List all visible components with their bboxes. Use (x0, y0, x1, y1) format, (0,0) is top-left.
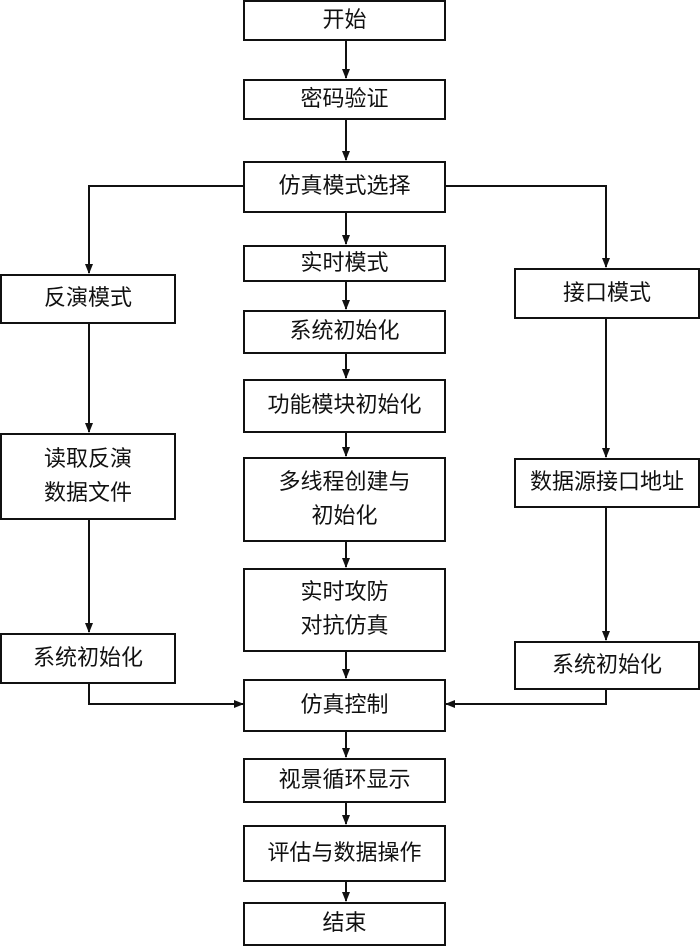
arrow-sysinit-right-to-simcontrol (445, 689, 607, 708)
attack-defense-sim-node: 实时攻防 对抗仿真 (243, 568, 446, 652)
arrow-sysinit-left-to-simcontrol (88, 683, 244, 708)
read-inversion-file-node: 读取反演 数据文件 (0, 433, 176, 520)
scene-display-label: 视景循环显示 (278, 767, 411, 793)
arrow-modeselect-to-inversion (85, 185, 243, 274)
end-node: 结束 (243, 902, 446, 946)
mode-select-label: 仿真模式选择 (278, 174, 411, 199)
password-verify-node: 密码验证 (243, 79, 446, 120)
interface-mode-label: 接口模式 (562, 280, 651, 306)
system-init-left-label: 系统初始化 (32, 645, 143, 671)
inversion-mode-label: 反演模式 (43, 286, 132, 311)
password-verify-label: 密码验证 (300, 86, 389, 112)
start-label: 开始 (322, 7, 367, 33)
datasource-address-node: 数据源接口地址 (514, 458, 700, 508)
inversion-mode-node: 反演模式 (0, 274, 176, 324)
system-init-left-node: 系统初始化 (0, 633, 176, 684)
system-init-right-label: 系统初始化 (551, 652, 662, 678)
realtime-mode-label: 实时模式 (300, 250, 389, 276)
attack-defense-sim-label: 实时攻防 对抗仿真 (300, 580, 389, 639)
end-label: 结束 (322, 911, 367, 936)
scene-display-node: 视景循环显示 (243, 758, 446, 803)
system-init-right-node: 系统初始化 (514, 641, 700, 690)
start-node: 开始 (243, 0, 446, 41)
system-init-center-label: 系统初始化 (289, 319, 400, 344)
sim-control-node: 仿真控制 (243, 679, 446, 732)
multithread-init-node: 多线程创建与 初始化 (243, 457, 446, 542)
function-module-init-node: 功能模块初始化 (243, 379, 446, 433)
multithread-init-label: 多线程创建与 初始化 (278, 469, 411, 529)
sim-control-label: 仿真控制 (300, 692, 389, 718)
system-init-center-node: 系统初始化 (243, 310, 446, 354)
arrow-modeselect-to-interface (446, 185, 610, 268)
datasource-address-label: 数据源接口地址 (529, 470, 684, 495)
eval-data-node: 评估与数据操作 (243, 825, 446, 882)
interface-mode-node: 接口模式 (514, 268, 700, 319)
read-inversion-file-label: 读取反演 数据文件 (43, 446, 132, 506)
realtime-mode-node: 实时模式 (243, 245, 446, 282)
eval-data-label: 评估与数据操作 (267, 840, 422, 866)
mode-select-node: 仿真模式选择 (243, 161, 446, 213)
function-module-init-label: 功能模块初始化 (267, 393, 422, 418)
